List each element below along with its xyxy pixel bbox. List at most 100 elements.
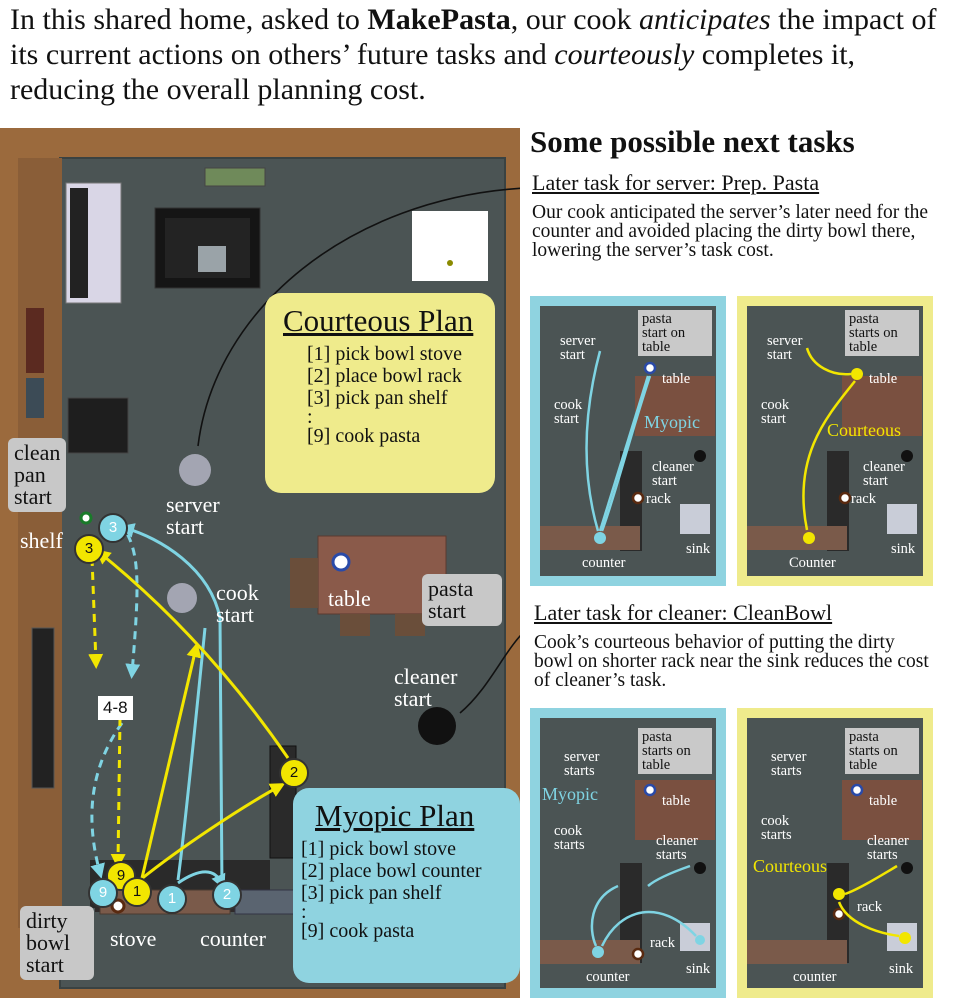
server-task-description: Our cook anticipated the server’s later … [532,202,928,261]
label-line: cook [554,397,583,413]
label-line: starts [564,763,595,779]
label-line: cleaner [652,459,694,475]
label-line: starts [771,763,802,779]
plan-step: [3] pick pan shelf [301,882,442,904]
plan-step: : [301,901,307,923]
label-line: start [394,686,432,711]
label-line: cook [761,397,790,413]
label-line: server [560,333,596,349]
armchair [67,397,129,454]
plan-step: [1] pick bowl stove [301,838,456,860]
label-line: cleaner [394,664,458,689]
label-line: start [761,411,786,427]
label-line: pasta [642,311,672,327]
label-line: pasta [428,576,474,601]
label-line: start [560,347,585,363]
label-line: starts [656,847,687,863]
table-bowl-marker [331,552,351,572]
label-line: dirty [26,908,68,933]
panel-counter-label: counter [793,969,837,985]
myopic-plan-title: Myopic Plan [315,798,475,833]
plan-step: : [307,406,313,428]
plan-step: [1] pick bowl stove [307,343,462,365]
yellow-marker-2: 2 [279,758,309,788]
label-line: cook [761,813,790,829]
panel-table-label: table [869,371,898,387]
caption-text-1: In this shared home, asked to [10,3,368,36]
cook-start-label: cook start [216,582,259,626]
plan-step: [2] place bowl counter [301,860,482,882]
label-line: table [642,339,671,355]
label-line: table [849,757,878,773]
cleaner-task-heading: Later task for cleaner: CleanBowl [534,600,833,625]
blue-marker-2: 2 [212,880,242,910]
caption-courteously: courteously [554,38,695,71]
label-line: start [428,598,466,623]
label-line: starts on [849,325,898,341]
label-line: start [166,514,204,539]
panel-table-label: table [662,371,691,387]
label-line: bowl [26,930,70,955]
cleaner-robot [418,707,456,745]
panel-sink-label: sink [891,541,916,557]
label-line: start [554,411,579,427]
label-line: pan [14,462,46,487]
label-line: clean [14,440,61,465]
label-line: pasta [849,729,879,745]
caption-anticipates: anticipates [639,3,771,36]
blue-marker-9: 9 [88,878,118,908]
label-line: cleaner [863,459,905,475]
panel-rack-label: rack [650,935,675,951]
label-line: cook [554,823,583,839]
cleaner-task-description: Cook’s courteous behavior of putting the… [534,632,929,691]
panel-table-label: table [662,793,691,809]
label-line: start [216,602,254,627]
label-line: starts [554,837,585,853]
plan-step: [9] cook pasta [301,920,415,942]
panel-rack-label: rack [851,491,876,507]
label-line: server [564,749,600,765]
side-title: Some possible next tasks [530,124,855,159]
panel-scene [747,718,923,988]
server-leader-line [197,187,520,447]
label-line: starts on [642,743,691,759]
panel-table-label: table [869,793,898,809]
label-line: starts [761,827,792,843]
panel-sink-label: sink [686,961,711,977]
label-line: cleaner [656,833,698,849]
panel-plan-label: Myopic [644,412,700,432]
plan-step: [2] place bowl rack [307,365,462,387]
panel-sink-label: sink [889,961,914,977]
panel-counter-label: Counter [789,555,836,571]
panel-rack-label: rack [857,899,882,915]
stove-label: stove [110,926,157,951]
caption-text-2: , our cook [510,3,640,36]
yellow-marker-1: 1 [122,877,152,907]
main-home-map: 3 3 2 9 9 1 1 2 clean pan start shelf se… [0,128,520,998]
label-line: starts [867,847,898,863]
myopic-plan-box: Myopic Plan [1] pick bowl stove [2] plac… [293,788,520,983]
panel-rack-label: rack [646,491,671,507]
blue-marker-1: 1 [157,884,187,914]
panel-plan-label: Courteous [827,420,901,440]
label-line: start [26,952,64,977]
panel-counter-label: counter [582,555,626,571]
label-line: start [14,484,52,509]
cleaner-start-label: cleaner start [394,666,458,710]
panel-sink-label: sink [686,541,711,557]
pasta-start-label: pasta start [422,574,502,626]
clean-pan-start-label: clean pan start [8,438,67,512]
label-line: server [767,333,803,349]
